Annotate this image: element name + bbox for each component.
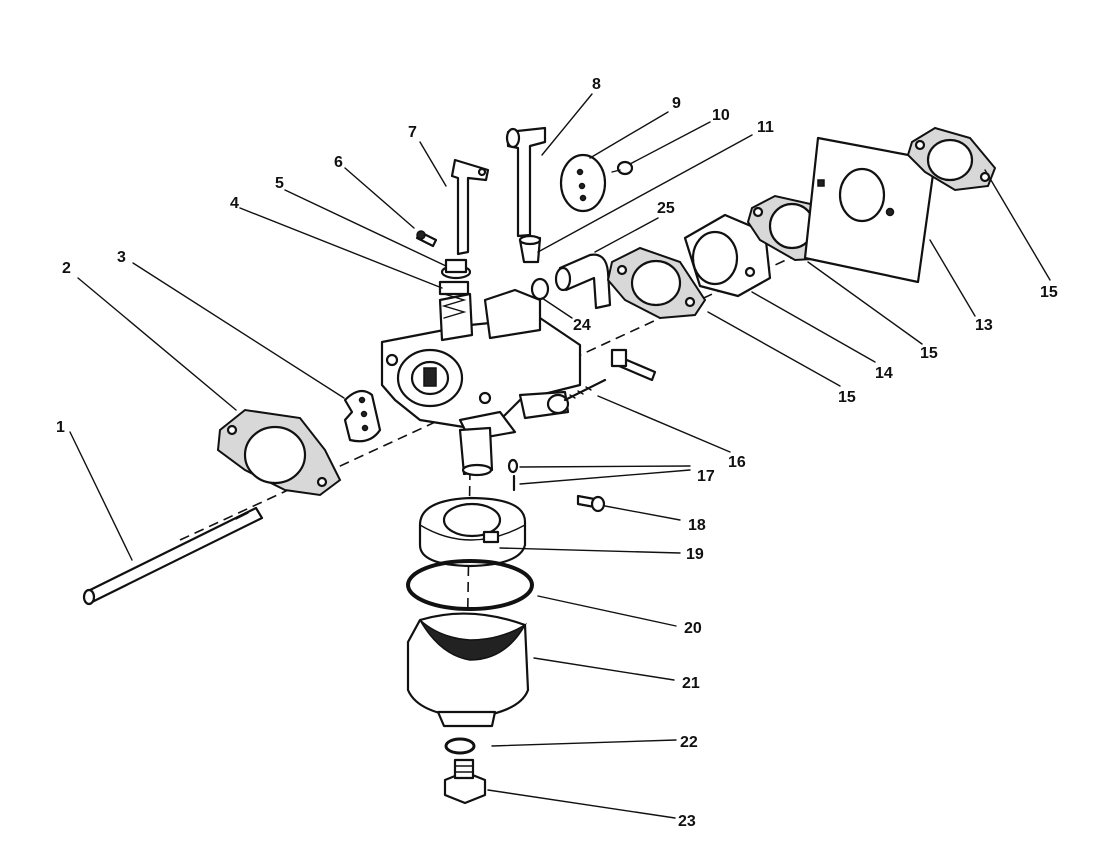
callout-13: 13: [975, 317, 993, 334]
callout-25: 25: [657, 200, 675, 217]
callout-23: 23: [678, 813, 696, 830]
part-11-fitting: [518, 234, 542, 264]
callout-labels: 1 2 3 4 5 6 7 8 9 10 11 25 24 15 13 15 1…: [56, 76, 1058, 830]
callout-16: 16: [728, 454, 746, 471]
part-16-needle: [563, 378, 607, 402]
callout-18: 18: [688, 517, 706, 534]
callout-9: 9: [672, 95, 681, 112]
callout-8: 8: [592, 76, 601, 93]
part-19-float: [418, 496, 527, 568]
callout-14: 14: [875, 365, 893, 382]
part-15-gasket-lower: [606, 246, 707, 320]
part-10-screw: [611, 160, 634, 176]
part-25-tube: [554, 253, 612, 310]
callout-7: 7: [408, 124, 417, 141]
part-3-plate: [343, 389, 382, 443]
leader-lines: [69, 93, 1051, 819]
part-15-gasket-upper: [906, 126, 997, 192]
part-21-bowl: [406, 612, 530, 728]
callout-19: 19: [686, 546, 704, 563]
part-5-cap: [440, 258, 472, 280]
callout-3: 3: [117, 249, 126, 266]
part-20-oring: [406, 559, 534, 611]
carburetor-body: [380, 288, 582, 477]
part-1-shaft: [82, 506, 264, 606]
callout-4: 4: [230, 195, 239, 212]
part-24-ring: [530, 277, 550, 301]
part-18-screw: [576, 494, 606, 513]
part-7-choke-shaft: [450, 158, 490, 256]
callout-20: 20: [684, 620, 702, 637]
part-8-throttle-shaft: [505, 126, 547, 238]
callout-2: 2: [62, 260, 71, 277]
part-13-plate: [803, 136, 937, 284]
callout-15-upper: 15: [1040, 284, 1058, 301]
callout-22: 22: [680, 734, 698, 751]
callout-15-middle: 15: [920, 345, 938, 362]
part-22-washer: [444, 737, 476, 755]
part-23-bolt: [443, 758, 487, 805]
callout-21: 21: [682, 675, 700, 692]
part-14-spacer: [683, 213, 772, 298]
callout-15-lower: 15: [838, 389, 856, 406]
callout-1: 1: [56, 419, 65, 436]
part-17-pins: [507, 458, 519, 492]
part-9-throttle-plate: [559, 153, 607, 213]
body-side-screw: [610, 348, 657, 382]
part-4-needle-spring: [438, 280, 470, 319]
callout-17: 17: [697, 468, 715, 485]
part-2-gasket: [216, 408, 342, 497]
callout-6: 6: [334, 154, 343, 171]
callout-10: 10: [712, 107, 730, 124]
callout-11: 11: [757, 119, 774, 136]
callout-5: 5: [275, 175, 284, 192]
callout-24: 24: [573, 317, 591, 334]
part-6-screw: [415, 230, 438, 248]
